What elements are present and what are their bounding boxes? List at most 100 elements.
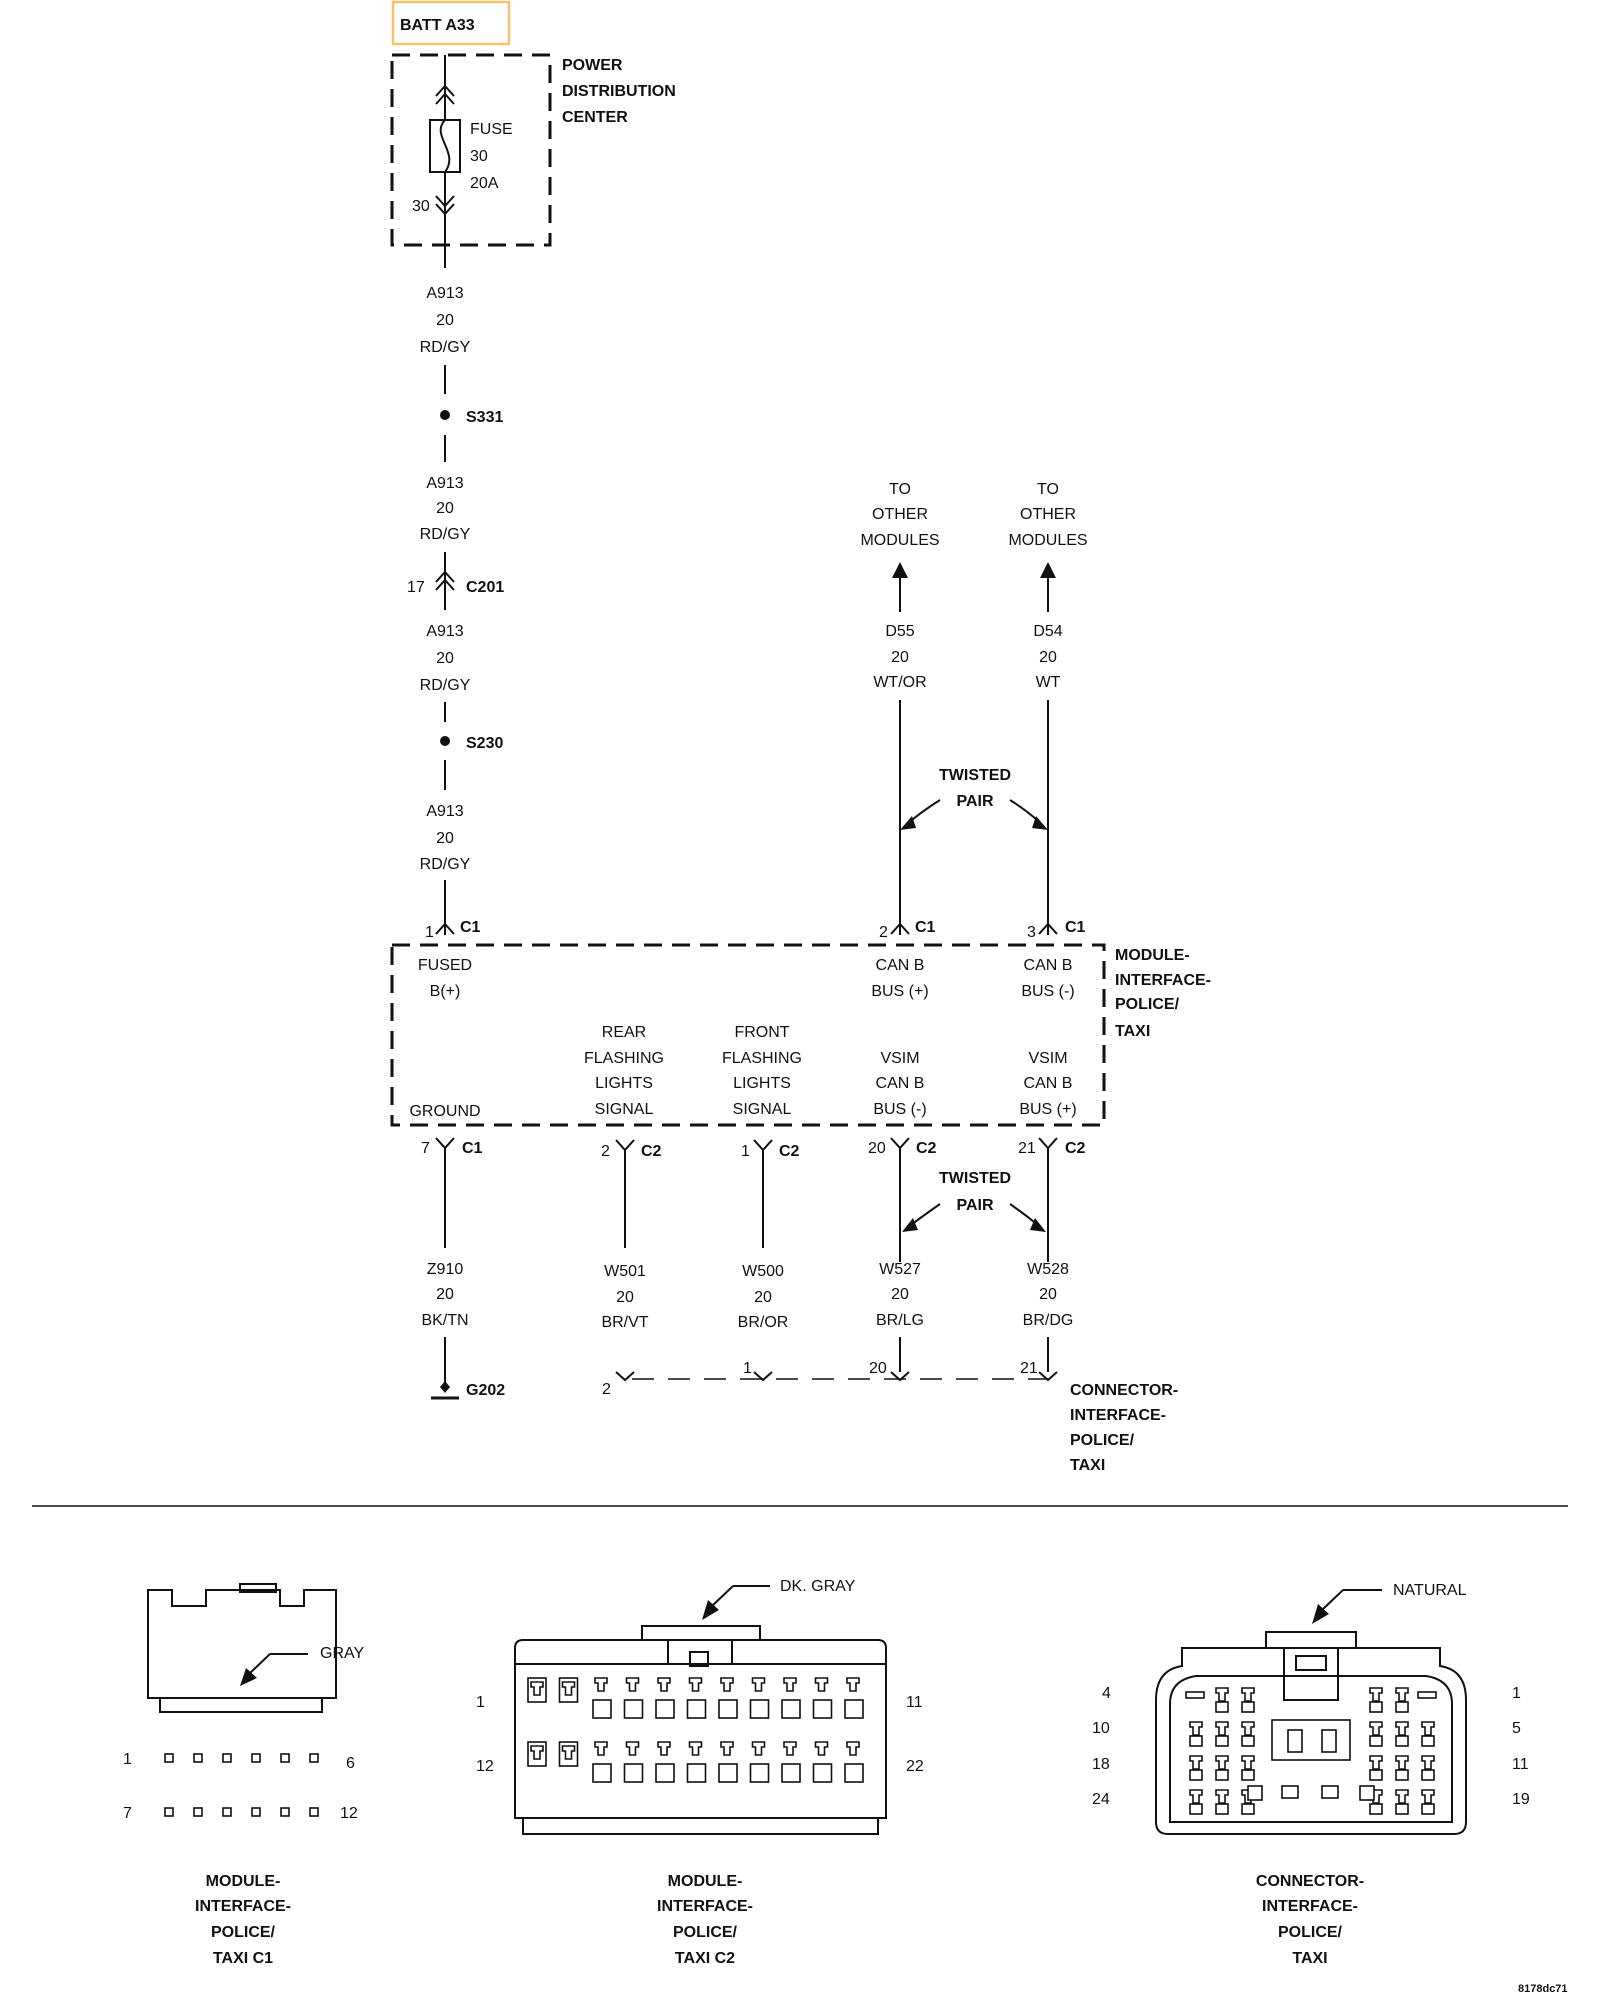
svg-text:CENTER: CENTER (562, 109, 628, 126)
svg-text:BUS (-): BUS (-) (873, 1101, 926, 1118)
svg-text:MODULES: MODULES (860, 532, 939, 549)
terminal (1215, 1755, 1229, 1770)
c3-pin-18: 18 (1092, 1756, 1110, 1773)
wire-label-d55: D55 20 WT/OR (873, 623, 926, 691)
svg-text:BR/LG: BR/LG (876, 1312, 924, 1329)
svg-text:D54: D54 (1033, 623, 1062, 640)
terminal (783, 1741, 797, 1756)
svg-text:VSIM: VSIM (1028, 1050, 1067, 1067)
terminal (1395, 1755, 1409, 1770)
cavity (781, 1763, 801, 1783)
svg-text:20: 20 (616, 1289, 634, 1306)
pin-2-c2-connector: C2 (641, 1143, 662, 1160)
c2-color-callout (702, 1585, 770, 1620)
terminal (530, 1745, 544, 1760)
pin-1-c2-symbol (753, 1139, 773, 1152)
svg-text:CAN B: CAN B (876, 1075, 925, 1092)
terminal (814, 1741, 829, 1756)
svg-text:TAXI: TAXI (1070, 1457, 1105, 1474)
svg-text:A913: A913 (426, 475, 463, 492)
c2-caption: MODULE- INTERFACE- POLICE/ TAXI C2 (657, 1873, 753, 1967)
pdc-bottom-connector-symbol (435, 195, 455, 216)
c3-pin-1: 1 (1512, 1685, 1521, 1702)
svg-text:FLASHING: FLASHING (722, 1050, 802, 1067)
cavity (844, 1763, 864, 1783)
cavity (1369, 1701, 1383, 1713)
pin-21-number: 21 (1018, 1140, 1036, 1157)
c1-pin-7: 7 (123, 1805, 132, 1822)
svg-text:TWISTED: TWISTED (939, 1170, 1011, 1187)
svg-text:RD/GY: RD/GY (420, 856, 471, 873)
cavity (1241, 1803, 1255, 1815)
cavity (1185, 1691, 1205, 1699)
connector-view-c1 (147, 1583, 337, 1713)
cavity (309, 1807, 319, 1817)
wire-label-w528: W528 20 BR/DG (1023, 1261, 1074, 1329)
svg-text:SIGNAL: SIGNAL (595, 1101, 654, 1118)
pin-label-vsim-bus-minus: VSIM CAN B BUS (-) (873, 1050, 926, 1118)
svg-text:TAXI: TAXI (1292, 1950, 1327, 1967)
pin-2-c1-symbol (890, 922, 910, 935)
svg-text:OTHER: OTHER (872, 506, 928, 523)
cavity (1421, 1769, 1435, 1781)
terminal (1369, 1755, 1383, 1770)
cavity (280, 1807, 290, 1817)
pin-2-connector: C1 (915, 919, 936, 936)
cavity (1359, 1785, 1375, 1801)
connector-view-c2 (514, 1625, 887, 1835)
svg-text:FRONT: FRONT (734, 1024, 789, 1041)
cavity (222, 1807, 232, 1817)
pin-7-c1-symbol (435, 1137, 455, 1150)
terminal (561, 1745, 576, 1760)
cavity (193, 1807, 203, 1817)
terminal (594, 1677, 608, 1692)
cavity (718, 1763, 738, 1783)
svg-text:CAN B: CAN B (1024, 957, 1073, 974)
pin-label-vsim-bus-plus: VSIM CAN B BUS (+) (1019, 1050, 1076, 1118)
ground-g202-label: G202 (466, 1382, 505, 1399)
cavity (1421, 1735, 1435, 1747)
terminal (1215, 1687, 1229, 1702)
pin-20-connector: C2 (916, 1140, 937, 1157)
cavity (1189, 1735, 1203, 1747)
cavity (1281, 1785, 1299, 1799)
cavity (781, 1699, 801, 1719)
svg-text:W527: W527 (879, 1261, 921, 1278)
svg-text:20: 20 (436, 1286, 454, 1303)
c2-pin-1: 1 (476, 1694, 485, 1711)
cavity (1321, 1785, 1339, 1799)
cavity (686, 1699, 707, 1719)
cavity (1241, 1769, 1255, 1781)
cavity (1395, 1735, 1409, 1747)
svg-text:MODULE-: MODULE- (206, 1873, 281, 1890)
wire-label-w501: W501 20 BR/VT (601, 1263, 648, 1331)
connector-c201-label: C201 (466, 579, 504, 596)
twisted-pair-top-label: TWISTED PAIR (939, 767, 1011, 810)
cavity (686, 1763, 707, 1783)
svg-text:20: 20 (891, 649, 909, 666)
twisted-pair-top-arrows (900, 799, 1048, 830)
cavity (1287, 1729, 1303, 1753)
wire-label-a913-3: A913 20 RD/GY (420, 623, 471, 694)
cavity (1241, 1701, 1255, 1713)
svg-text:INTERFACE-: INTERFACE- (195, 1898, 291, 1915)
svg-text:RD/GY: RD/GY (420, 339, 471, 356)
pin-2-number: 2 (879, 924, 888, 941)
svg-text:BK/TN: BK/TN (421, 1312, 468, 1329)
connector-c201-symbol (435, 570, 455, 591)
svg-text:B(+): B(+) (430, 983, 461, 1000)
svg-text:20: 20 (436, 650, 454, 667)
terminal (751, 1677, 766, 1692)
pin-3-number: 3 (1027, 924, 1036, 941)
pin-label-can-b-bus-minus: CAN B BUS (-) (1021, 957, 1074, 1000)
terminal (1395, 1789, 1409, 1804)
wire-label-w527: W527 20 BR/LG (876, 1261, 924, 1329)
wire-label-w500: W500 20 BR/OR (738, 1263, 789, 1331)
svg-text:POLICE/: POLICE/ (1115, 996, 1180, 1013)
cavity (164, 1753, 174, 1763)
svg-text:POLICE/: POLICE/ (1070, 1432, 1135, 1449)
c1-color-label: GRAY (320, 1645, 364, 1662)
pdc-title: POWER DISTRIBUTION CENTER (562, 57, 676, 126)
cavity (1215, 1735, 1229, 1747)
cavity (1189, 1769, 1203, 1781)
